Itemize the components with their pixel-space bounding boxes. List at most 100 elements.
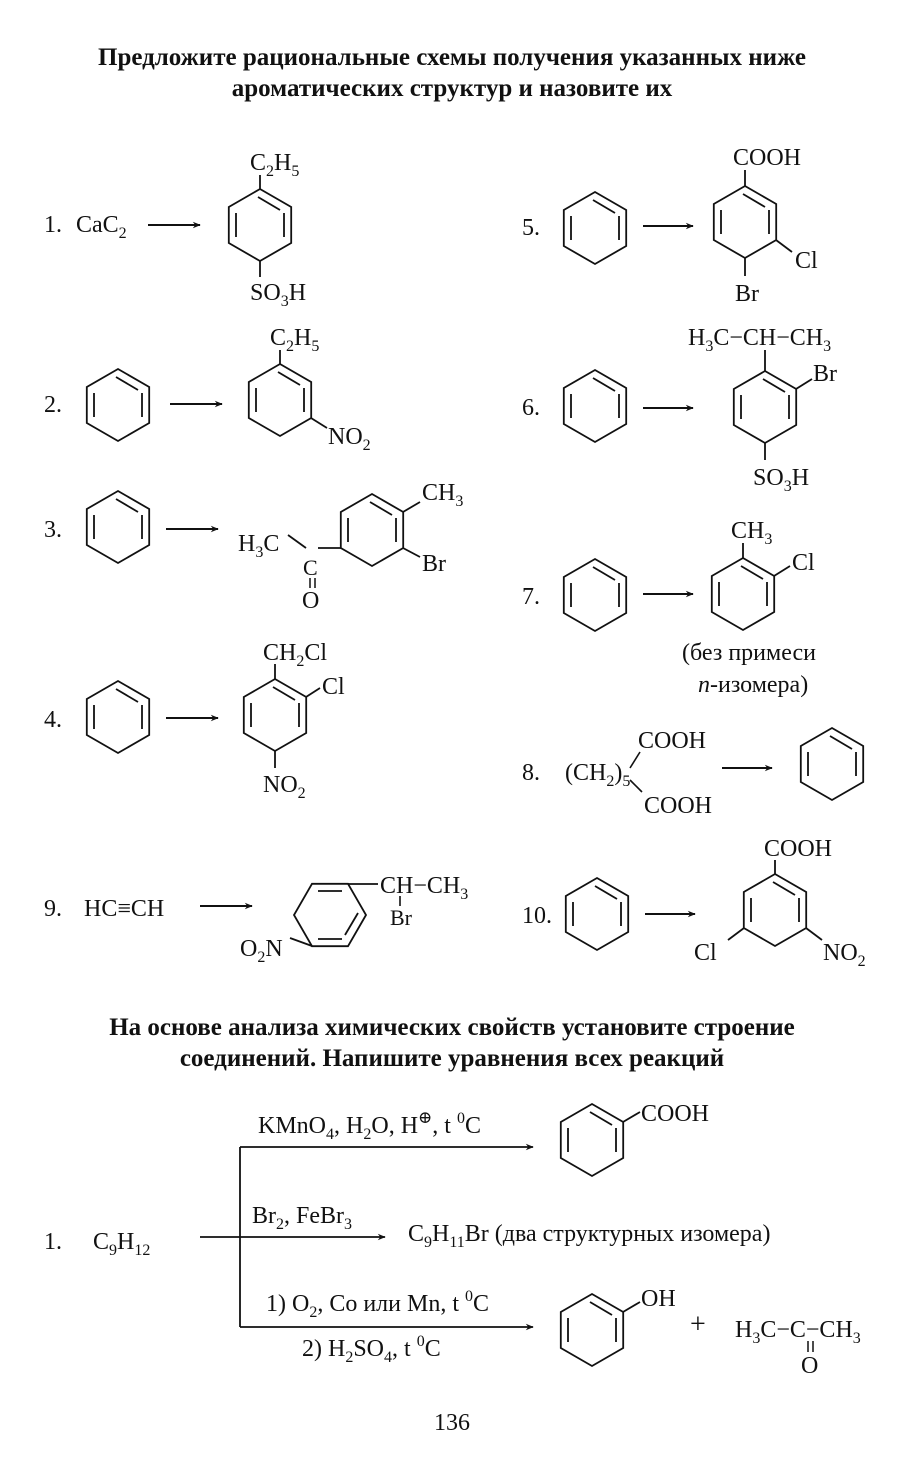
heading-1-line-1: Предложите рациональные схемы получения …	[98, 44, 806, 71]
benzene-ring	[742, 872, 808, 948]
problem-3-number: 3.	[44, 517, 62, 543]
bond	[289, 937, 313, 947]
problem-4: 4. CH2Cl Cl NO2	[44, 640, 345, 802]
substituent-br: Br	[735, 281, 759, 307]
problem-1: 1. CaC2 C2H5 SO3H	[44, 150, 306, 310]
problem-2-number: 2.	[44, 392, 62, 418]
substituent-cl: Cl	[795, 248, 818, 274]
substituent-br: Br	[422, 551, 446, 577]
bond	[305, 687, 321, 698]
bond	[310, 417, 328, 429]
problem-9-number: 9.	[44, 896, 62, 922]
problem-4-number: 4.	[44, 707, 62, 733]
plus-sign: +	[690, 1309, 706, 1340]
bond	[805, 927, 823, 941]
benzene-ring	[564, 876, 630, 952]
benzene-ring	[242, 677, 308, 753]
problem-10-number: 10.	[522, 903, 552, 929]
benzene-ring	[732, 369, 798, 445]
reagents-cumene-step-2: 2) H2SO4, t 0C	[302, 1333, 441, 1366]
benzene-ring	[559, 1292, 625, 1368]
reaction-scheme: 1. C9H12 KMnO4, H2O, H⊕, t 0C COOH Br2, …	[44, 1101, 861, 1379]
substituent-ethyl: C2H5	[270, 325, 319, 355]
benzene-ring	[339, 492, 405, 568]
benzene-ring	[292, 882, 368, 948]
carbonyl-oxygen: O	[302, 588, 319, 614]
substituent-cl: Cl	[694, 940, 717, 966]
substituent-cooh: COOH	[733, 145, 801, 171]
heading-2: На основе анализа химических свойств уст…	[0, 1012, 904, 1074]
product-oh: OH	[641, 1286, 676, 1312]
problem-6: 6. H3C−CH−CH3 Br SO3H	[522, 325, 837, 495]
substituent-cooh: COOH	[764, 836, 832, 862]
problem-3: 3. H3C C O CH3 Br	[44, 480, 463, 614]
benzene-ring	[85, 367, 151, 443]
substituent-cl: Cl	[792, 550, 815, 576]
benzene-ring	[562, 190, 628, 266]
cooh-lower: COOH	[644, 793, 712, 819]
product-cooh: COOH	[641, 1101, 709, 1127]
substituent-isopropyl: H3C−CH−CH3	[688, 325, 831, 355]
acetone-oxygen: O	[801, 1353, 818, 1379]
problem-2: 2. C2H5 NO2	[44, 325, 371, 454]
heading-2-line-1: На основе анализа химических свойств уст…	[109, 1014, 795, 1041]
heading-1: Предложите рациональные схемы получения …	[0, 42, 904, 104]
bond	[773, 565, 791, 577]
heading-1-line-2: ароматических структур и назовите их	[231, 75, 673, 102]
substituent-ch3: CH3	[731, 518, 772, 548]
substituent-br: Br	[813, 361, 837, 387]
page-number: 136	[434, 1410, 470, 1436]
problem-1-reactant: CaC2	[76, 212, 127, 242]
bond	[622, 1111, 641, 1123]
substituent-no2: NO2	[328, 424, 371, 454]
problem-6-number: 6.	[522, 395, 540, 421]
problem-9: 9. HC≡CH CH−CH3 Br O2N	[44, 873, 468, 966]
problem-9-reactant: HC≡CH	[84, 896, 164, 922]
substituent-o2n: O2N	[240, 936, 283, 966]
reagents-oxidation: KMnO4, H2O, H⊕, t 0C	[258, 1108, 481, 1143]
problem-8-number: 8.	[522, 760, 540, 786]
benzene-ring	[85, 489, 151, 565]
benzene-ring	[559, 1102, 625, 1178]
reagents-bromination: Br2, FeBr3	[252, 1203, 352, 1233]
bond	[795, 378, 813, 390]
substituent-ethyl: C2H5	[250, 150, 299, 180]
bond	[629, 779, 643, 793]
problem-7: 7. CH3 Cl (без примеси n-изомера)	[522, 518, 816, 698]
carbonyl-carbon: C	[303, 555, 318, 580]
product-bromide: C9H11Br (два структурных изомера)	[408, 1221, 770, 1251]
substituent-ch3: CH3	[422, 480, 463, 510]
benzene-ring	[227, 187, 293, 263]
benzene-ring	[799, 726, 865, 802]
substituent-so3h: SO3H	[250, 280, 306, 310]
note-line-1: (без примеси	[682, 640, 816, 666]
problem-10: 10. COOH Cl NO2	[522, 836, 866, 970]
scheme-number: 1.	[44, 1229, 62, 1255]
bond	[622, 1301, 641, 1313]
scheme-reactant: C9H12	[93, 1229, 150, 1259]
bond	[629, 751, 641, 769]
substituent-br: Br	[390, 905, 413, 930]
benzene-ring	[247, 362, 313, 438]
side-chain: CH−CH3	[380, 873, 468, 903]
bond	[287, 534, 307, 549]
problem-1-number: 1.	[44, 212, 62, 238]
bond	[727, 927, 745, 941]
heading-2-line-2: соединений. Напишите уравнения всех реак…	[179, 1045, 725, 1072]
substituent-ch2cl: CH2Cl	[263, 640, 327, 670]
benzene-ring	[712, 184, 778, 260]
problem-5: 5. COOH Cl Br	[522, 145, 818, 307]
benzene-ring	[710, 556, 776, 632]
reagents-cumene-step-1: 1) O2, Co или Mn, t 0C	[266, 1288, 489, 1321]
methyl-group: H3C	[238, 531, 279, 561]
benzene-ring	[562, 557, 628, 633]
substituent-no2: NO2	[263, 772, 306, 802]
cooh-upper: COOH	[638, 728, 706, 754]
problem-5-number: 5.	[522, 215, 540, 241]
substituent-no2: NO2	[823, 940, 866, 970]
note-line-2: n-изомера)	[698, 672, 808, 698]
chain-ch2-5: (CH2)5	[565, 760, 630, 790]
bond	[402, 547, 421, 558]
benzene-ring	[85, 679, 151, 755]
